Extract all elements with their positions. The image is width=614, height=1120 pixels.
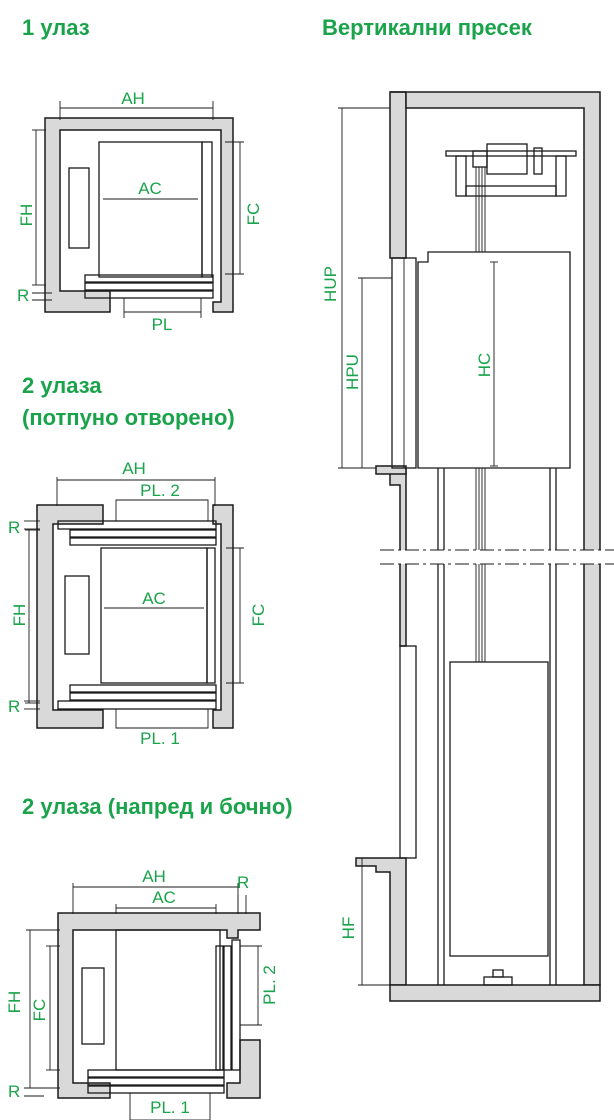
label-fc-plan-3: FC [30, 999, 49, 1022]
cabin-door-plan-1 [84, 274, 214, 283]
traction-machine [445, 143, 577, 197]
label-hpu: HPU [343, 354, 362, 390]
label-pl1-plan-2: PL. 1 [140, 729, 180, 748]
label-hc: HC [475, 353, 494, 378]
label-ac-plan-3: AC [152, 888, 176, 907]
label-r-top-plan-2: R [8, 518, 20, 537]
label-r-bottom-plan-3: R [8, 1082, 20, 1101]
front-opening-plan-3 [129, 1092, 211, 1120]
cabin-section [417, 251, 571, 469]
break-lines [380, 549, 614, 565]
heading-two-entrances-open-2: (потпуно отворено) [22, 405, 235, 430]
label-r-top-plan-3: R [237, 873, 249, 892]
shaft-pit-floor [389, 984, 601, 1002]
label-pl-plan-1: PL [152, 315, 173, 334]
label-fh-plan-2: FH [10, 604, 29, 627]
label-ah-plan-3: AH [142, 867, 166, 886]
label-hf: HF [339, 917, 358, 940]
front-cabin-door-a-plan-3 [87, 1069, 225, 1078]
heading-two-entrances-open-1: 2 улаза [22, 373, 102, 398]
cabin-plan-1 [98, 141, 203, 278]
landing-door-plan-1 [84, 290, 214, 299]
landing-door-bottom-plan-2 [57, 700, 217, 710]
shaft-left-wall-upper [389, 91, 407, 259]
plan-two-entrances-open: AH PL. 2 AC FH FC R R PL. 1 [8, 459, 268, 748]
cabin-plan-2 [100, 547, 208, 684]
label-fc-plan-1: FC [244, 203, 263, 226]
cabin-door-bottom-a-plan-2 [69, 684, 217, 693]
label-r-bottom-plan-2: R [8, 697, 20, 716]
entrance-opening-bottom-plan-2 [115, 708, 209, 729]
heading-two-entrances-front-side: 2 улаза (напред и бочно) [22, 794, 293, 819]
counterweight-section [449, 661, 549, 957]
landing-slab-upper [375, 465, 407, 475]
side-landing-door-plan-3 [231, 939, 241, 1071]
label-pl2-plan-3: PL. 2 [260, 965, 279, 1005]
lower-landing-door [399, 645, 417, 859]
pit-buffer [483, 969, 513, 986]
heading-vertical-section: Вертикални пресек [322, 15, 532, 40]
label-fh-plan-3: FH [5, 991, 24, 1014]
shaft-top-slab [390, 91, 601, 986]
shaft-walls-plan-1 [44, 117, 234, 313]
shaft-left-wall-plan-2 [36, 504, 104, 729]
label-fc-plan-2: FC [249, 604, 268, 627]
cabin-rail-plan-2 [206, 547, 216, 684]
label-pl2-plan-2: PL. 2 [140, 481, 180, 500]
label-hup: HUP [321, 266, 340, 302]
heading-one-entrance: 1 улаз [22, 15, 90, 40]
plan-two-entrances-front-side: AH AC R FH FC R PL. 2 PL. 1 [5, 867, 279, 1120]
cabin-door-top-b-plan-2 [69, 537, 217, 546]
vertical-section: HUP HPU HC HF [321, 91, 614, 1002]
front-cabin-door-b-plan-3 [87, 1077, 225, 1086]
shaft-walls-plan-3 [57, 912, 261, 1099]
cabin-plan-3 [115, 929, 221, 1071]
label-fh-plan-1: FH [17, 204, 36, 227]
cabin-door-panel-plan-1 [84, 282, 214, 291]
label-ah-plan-2: AH [122, 459, 146, 478]
label-pl1-plan-3: PL. 1 [150, 1098, 190, 1117]
plan-one-entrance: AH AC FH FC R PL [17, 89, 263, 334]
shaft-left-wall-lower [355, 857, 407, 986]
counterweight-plan-2 [64, 575, 90, 655]
label-ac-plan-2: AC [142, 589, 166, 608]
shaft-right-wall-plan-3 [226, 1039, 261, 1099]
ropes [475, 167, 486, 662]
label-ah-plan-1: AH [121, 89, 145, 108]
guide-rails [437, 468, 557, 985]
cabin-door-top-a-plan-2 [69, 529, 217, 538]
counterweight-plan-1 [68, 167, 90, 249]
cabin-rail-plan-1 [201, 141, 213, 278]
side-cabin-door-b-plan-3 [223, 945, 232, 1071]
cabin-door-bottom-b-plan-2 [69, 692, 217, 701]
label-r-plan-1: R [17, 286, 29, 305]
label-ac-plan-1: AC [138, 179, 162, 198]
counterweight-plan-3 [81, 967, 105, 1045]
entrance-opening-top-plan-2 [115, 499, 209, 522]
